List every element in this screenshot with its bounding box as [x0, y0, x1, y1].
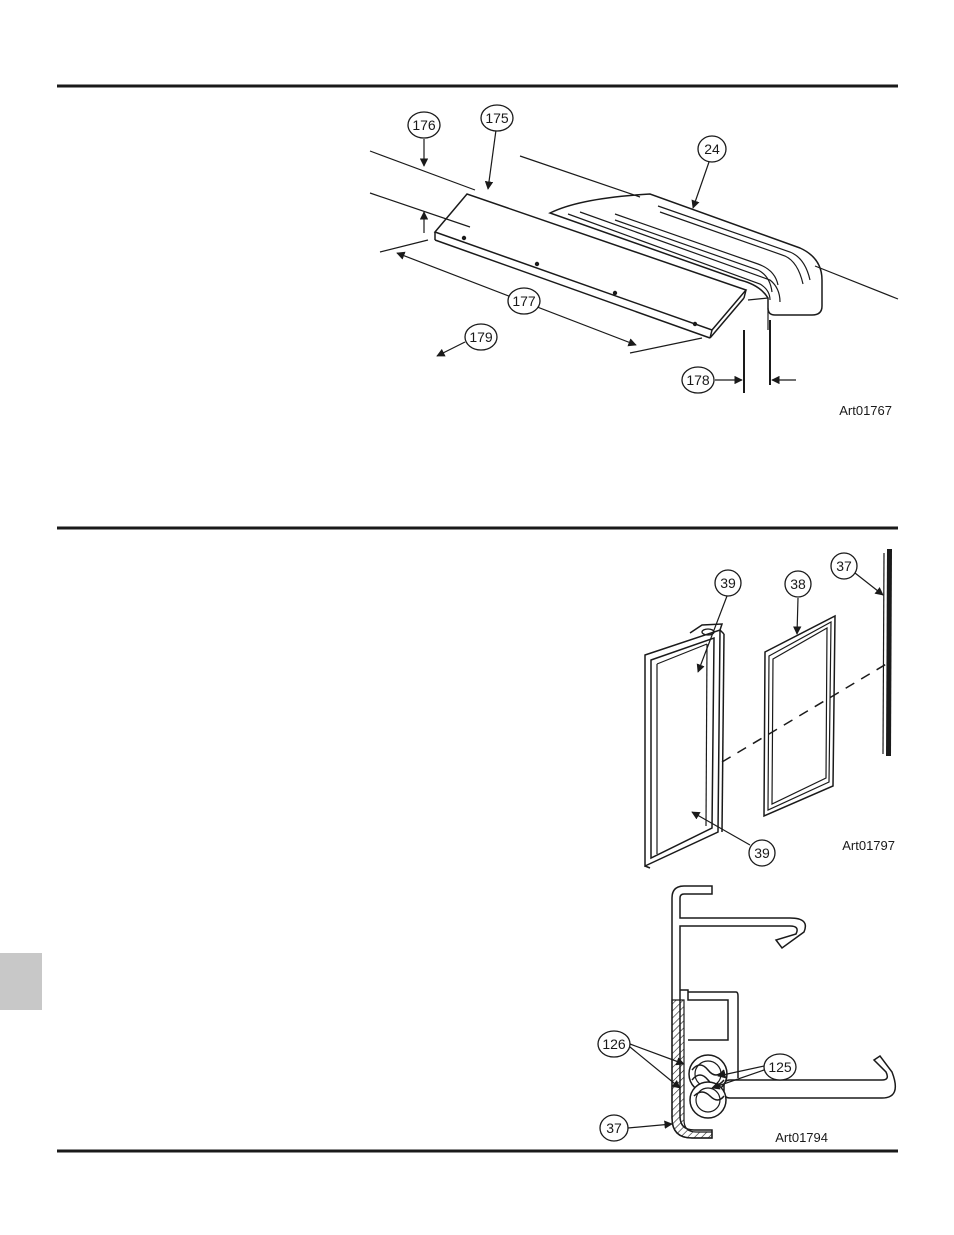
callout-39-top: 39	[714, 569, 742, 597]
arrow-39-bottom	[691, 811, 751, 846]
arrow-39-top	[696, 595, 728, 673]
callout-126: 126	[597, 1030, 631, 1058]
inner-wall	[688, 991, 739, 1078]
rail-line	[519, 155, 641, 198]
rail-line	[369, 192, 471, 228]
callout-176: 176	[407, 111, 441, 139]
svg-text:39: 39	[720, 575, 736, 591]
svg-text:179: 179	[469, 329, 493, 345]
arrow-126-a	[629, 1043, 685, 1066]
svg-text:39: 39	[754, 845, 770, 861]
svg-text:38: 38	[790, 576, 806, 592]
arrow-126-b	[629, 1046, 681, 1089]
section-tab	[0, 953, 42, 1010]
arrow-125-a	[717, 1065, 765, 1079]
dim-extension	[379, 239, 429, 253]
arrow-38	[793, 597, 802, 635]
alignment-dashed-line	[721, 662, 889, 763]
svg-text:177: 177	[512, 293, 536, 309]
gasket-bulbs	[688, 1054, 728, 1119]
arrow-24	[691, 161, 710, 209]
svg-text:126: 126	[602, 1036, 626, 1052]
svg-text:178: 178	[686, 372, 710, 388]
arrow-179	[436, 341, 466, 357]
callout-178: 178	[681, 366, 715, 394]
art-id-3: Art01794	[775, 1130, 828, 1145]
arrow-37-section	[627, 1120, 673, 1129]
svg-text:37: 37	[606, 1120, 622, 1136]
rail-line	[369, 150, 476, 191]
svg-text:24: 24	[704, 141, 720, 157]
callout-179: 179	[464, 323, 498, 351]
callout-37: 37	[830, 552, 858, 580]
svg-text:37: 37	[836, 558, 852, 574]
gasket-strip	[882, 549, 892, 756]
dim-extension	[629, 337, 703, 354]
figure-2-door-assembly: 39 38 37 39 Art01797	[644, 549, 895, 869]
svg-text:176: 176	[412, 117, 436, 133]
figure-3-gasket-section: 126 125 37 Art01794	[597, 885, 897, 1145]
glass-pane	[763, 614, 836, 818]
callout-175: 175	[480, 104, 514, 132]
svg-text:125: 125	[768, 1059, 792, 1075]
art-id-1: Art01767	[839, 403, 892, 418]
art-id-2: Art01797	[842, 838, 895, 853]
arrow-125-b	[711, 1069, 765, 1090]
callout-177: 177	[507, 287, 541, 315]
arrow-175	[484, 129, 497, 190]
svg-text:175: 175	[485, 110, 509, 126]
callout-39-bottom: 39	[748, 839, 776, 867]
callout-38: 38	[784, 570, 812, 598]
flange	[723, 1054, 897, 1099]
arrow-37	[854, 572, 884, 596]
callout-24: 24	[697, 135, 727, 163]
callout-37-section: 37	[599, 1114, 629, 1142]
rail-line	[814, 265, 899, 300]
figure-1-drip-rail: 176 175 24 177 179 178 Art01767	[369, 104, 899, 418]
callout-125: 125	[763, 1053, 797, 1081]
door-frame	[644, 623, 725, 869]
inner-channel	[680, 989, 729, 1041]
cover-24	[548, 193, 823, 330]
gasket-hatch	[671, 999, 713, 1139]
